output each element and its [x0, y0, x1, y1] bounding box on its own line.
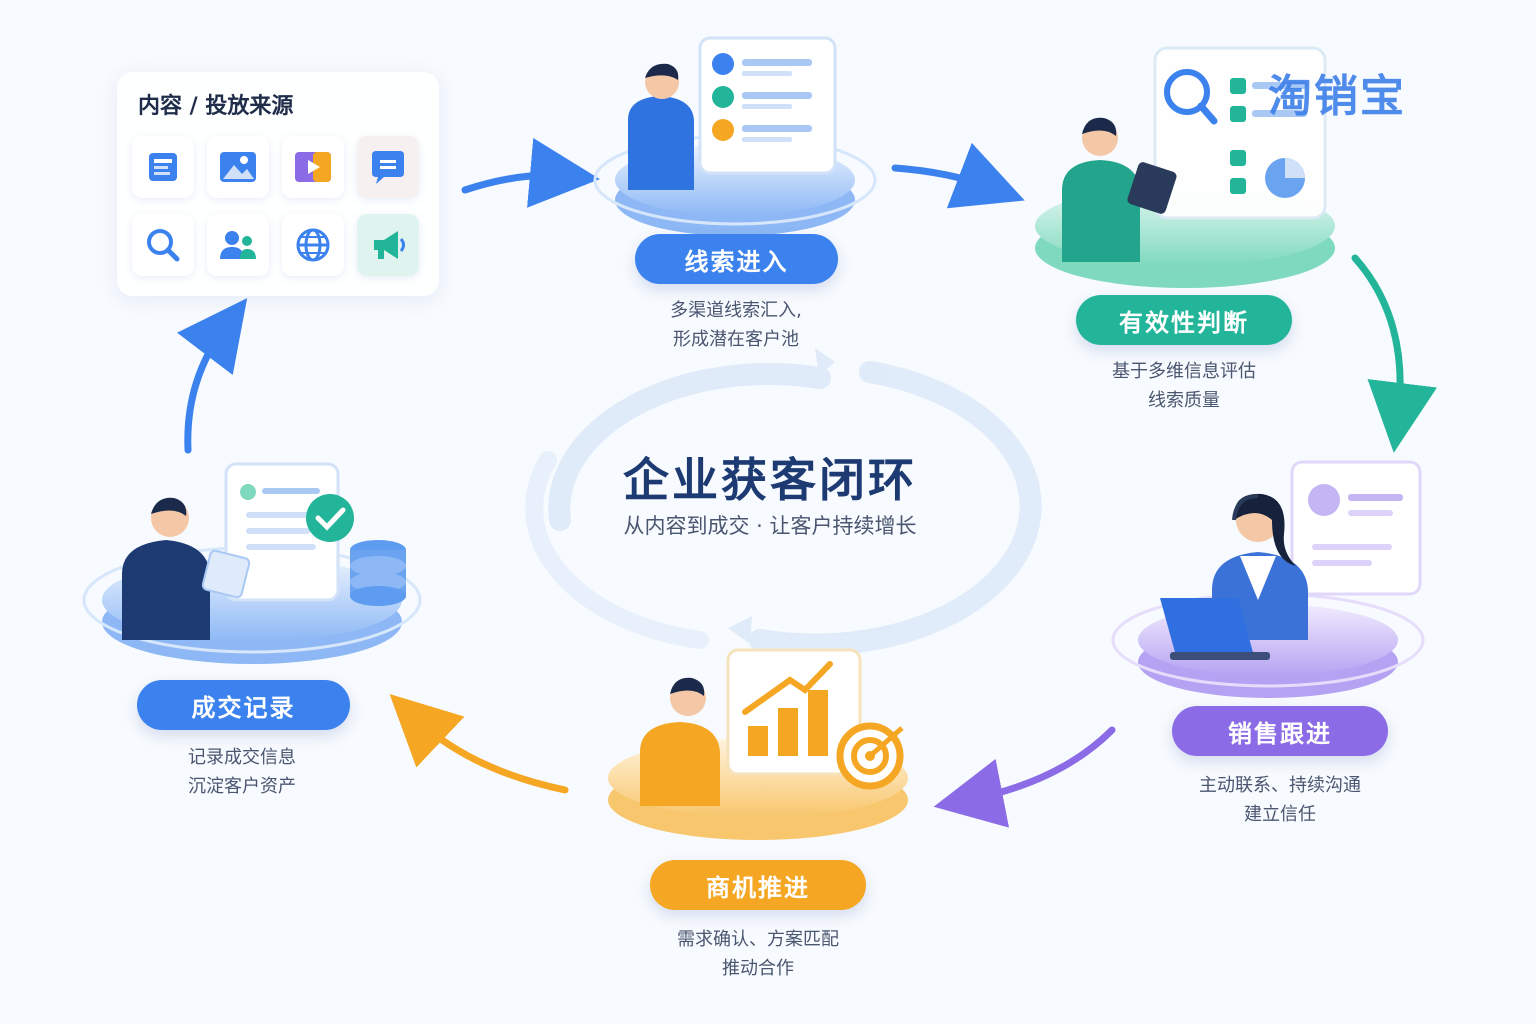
center-subtitle: 从内容到成交 · 让客户持续增长: [623, 514, 917, 538]
video-icon: [282, 136, 344, 198]
stage-desc-follow-line2: 建立信任: [1244, 804, 1316, 825]
leads-illustration: [593, 36, 877, 236]
follow-illustration: [1111, 460, 1425, 698]
stage-label-opportunity: 商机推进: [650, 860, 866, 910]
source-panel-title: 内容 / 投放来源: [138, 94, 294, 119]
users-icon: [207, 214, 269, 276]
stage-label-deal: 成交记录: [137, 680, 350, 730]
stage-desc-validate: 基于多维信息评估 线索质量: [1050, 357, 1318, 415]
stage-label-validate: 有效性判断: [1076, 295, 1292, 345]
arrow-source-to-leads: [461, 138, 600, 208]
search-icon: [132, 214, 194, 276]
center-title: 企业获客闭环: [623, 453, 917, 507]
validate-illustration: [1035, 46, 1335, 288]
chat-icon: [357, 136, 419, 198]
stage-desc-deal: 记录成交信息 沉淀客户资产: [108, 743, 376, 801]
stage-desc-leads-line2: 形成潜在客户池: [673, 329, 799, 350]
stage-desc-opportunity-line1: 需求确认、方案匹配: [677, 929, 839, 950]
article-icon: [132, 136, 194, 198]
arrow-follow-to-opportunity: [933, 726, 1116, 828]
stage-desc-validate-line1: 基于多维信息评估: [1112, 361, 1256, 382]
stage-desc-deal-line2: 沉淀客户资产: [188, 776, 296, 797]
center-cycle-arrows: [525, 348, 1042, 656]
brand-logo-text: 淘销宝: [1268, 71, 1406, 122]
stage-desc-follow: 主动联系、持续沟通 建立信任: [1140, 771, 1420, 829]
stage-desc-opportunity: 需求确认、方案匹配 推动合作: [618, 925, 898, 983]
stage-label-leads: 线索进入: [635, 234, 838, 284]
megaphone-icon: [357, 214, 419, 276]
stage-desc-validate-line2: 线索质量: [1148, 390, 1220, 411]
stage-label-follow: 销售跟进: [1172, 706, 1388, 756]
globe-icon: [282, 214, 344, 276]
image-icon: [207, 136, 269, 198]
stage-desc-leads: 多渠道线索汇入, 形成潜在客户池: [600, 296, 872, 354]
arrow-opportunity-to-deal: [389, 693, 569, 794]
arrow-validate-to-follow: [1351, 254, 1437, 453]
arrow-leads-to-validate: [891, 142, 1025, 209]
arrow-deal-to-source: [176, 298, 248, 454]
stage-desc-deal-line1: 记录成交信息: [188, 747, 296, 768]
deal-illustration: [82, 462, 422, 664]
stage-desc-follow-line1: 主动联系、持续沟通: [1199, 775, 1361, 796]
stage-desc-leads-line1: 多渠道线索汇入,: [670, 300, 802, 321]
opportunity-illustration: [608, 648, 908, 840]
stage-desc-opportunity-line2: 推动合作: [722, 958, 794, 979]
